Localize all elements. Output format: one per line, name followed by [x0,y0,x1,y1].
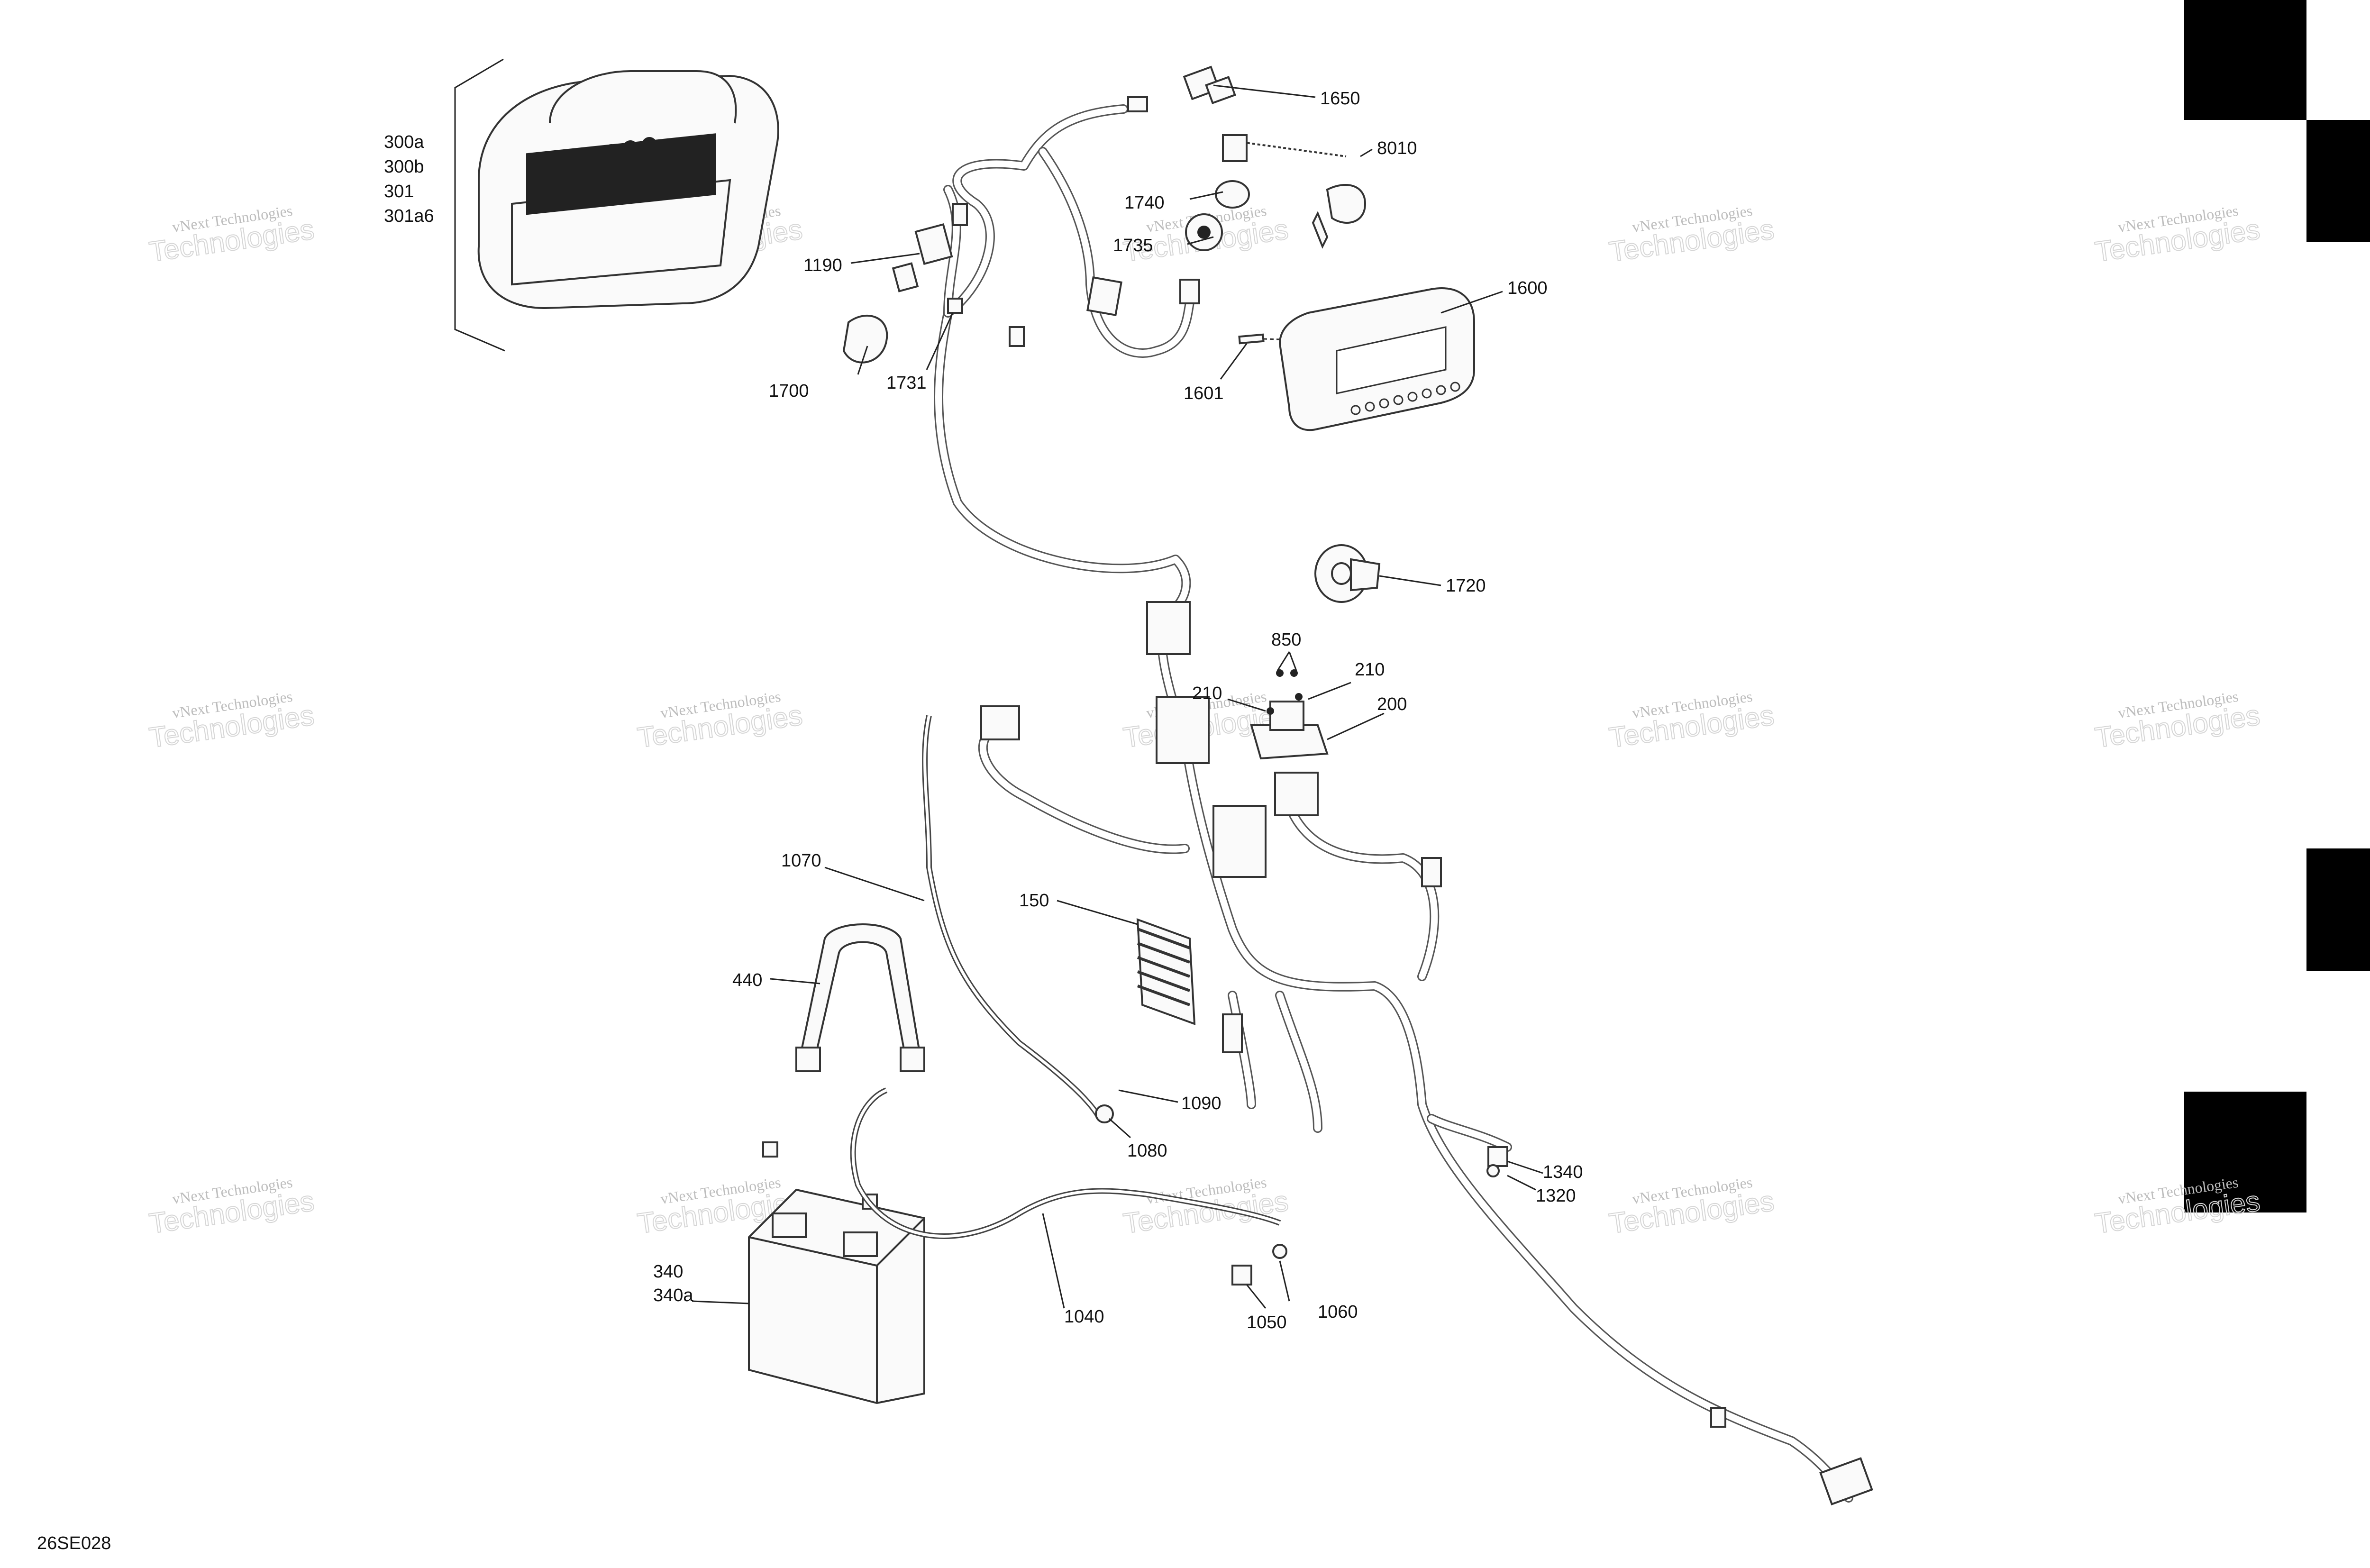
callout-301: 301 [384,182,414,201]
watermark: Technologies vNext Technologies [1607,688,1777,754]
callout-850: 850 [1271,630,1301,650]
coiled-cable-8010 [1222,134,1367,249]
callout-1320: 1320 [1536,1186,1576,1206]
battery-cable-1040 [850,1087,1287,1285]
callouts: 300a 300b 301 301a6 1650 8010 1740 1735 … [384,89,1583,1332]
watermark: Technologies vNext Technologies [147,202,317,268]
callout-210-right: 210 [1355,660,1385,680]
corner-blocks [2184,0,2370,1212]
callout-300b: 300b [384,157,424,177]
screw-1601 [1238,333,1280,345]
diagram-code: 26SE028 [37,1533,111,1553]
callout-340a: 340a [653,1285,693,1305]
radio-speaker [454,58,779,352]
corner-block [2306,848,2370,971]
watermark: Technologies vNext Technologies [2093,688,2262,754]
callout-1080: 1080 [1127,1141,1167,1161]
callout-1700: 1700 [769,381,809,401]
callout-340: 340 [653,1262,683,1282]
watermark: Technologies vNext Technologies [147,1174,317,1240]
callout-1731: 1731 [886,373,927,393]
callout-200: 200 [1377,694,1407,714]
bracket-line [454,58,505,352]
watermark: Technologies vNext Technologies [147,688,317,754]
callout-300a: 300a [384,132,424,152]
callout-1050: 1050 [1247,1313,1287,1332]
callout-1190: 1190 [803,255,842,275]
corner-block [2184,0,2306,120]
corner-block [2306,120,2370,242]
fuse-block [980,601,1442,1053]
watermark: Technologies vNext Technologies [1607,202,1777,268]
callout-301a6: 301a6 [384,206,434,226]
callout-1070: 1070 [781,851,821,871]
callout-1720: 1720 [1446,576,1486,596]
watermark: Technologies vNext Technologies [1607,1174,1777,1240]
callout-1735: 1735 [1113,236,1153,255]
leader-lines [692,84,1543,1309]
relay-200 [1250,669,1329,760]
battery-strap-440 [795,923,925,1072]
watermark: Technologies vNext Technologies [635,688,805,754]
grommet-1720 [1314,544,1381,603]
callout-1600: 1600 [1507,278,1548,298]
watermark: Technologies vNext Technologies [2093,1174,2262,1240]
watermark: Technologies vNext Technologies [2093,202,2262,268]
callout-1040: 1040 [1064,1307,1104,1327]
display-gauge [1278,287,1475,431]
callout-1650: 1650 [1320,89,1360,109]
voltage-regulator-150 [1136,918,1196,1025]
callout-150: 150 [1019,891,1049,911]
battery-cable-1070 [922,715,1114,1123]
callout-1740: 1740 [1124,193,1165,213]
end-connector [1486,1146,1873,1505]
callout-8010: 8010 [1377,138,1417,158]
callout-440: 440 [732,970,762,990]
callout-1340: 1340 [1543,1162,1583,1182]
callout-1090: 1090 [1181,1094,1221,1113]
callout-1601: 1601 [1184,383,1224,403]
callout-1060: 1060 [1318,1302,1358,1322]
callout-210-left: 210 [1192,684,1222,703]
connectors [842,65,1250,364]
corner-block [2184,1092,2306,1212]
